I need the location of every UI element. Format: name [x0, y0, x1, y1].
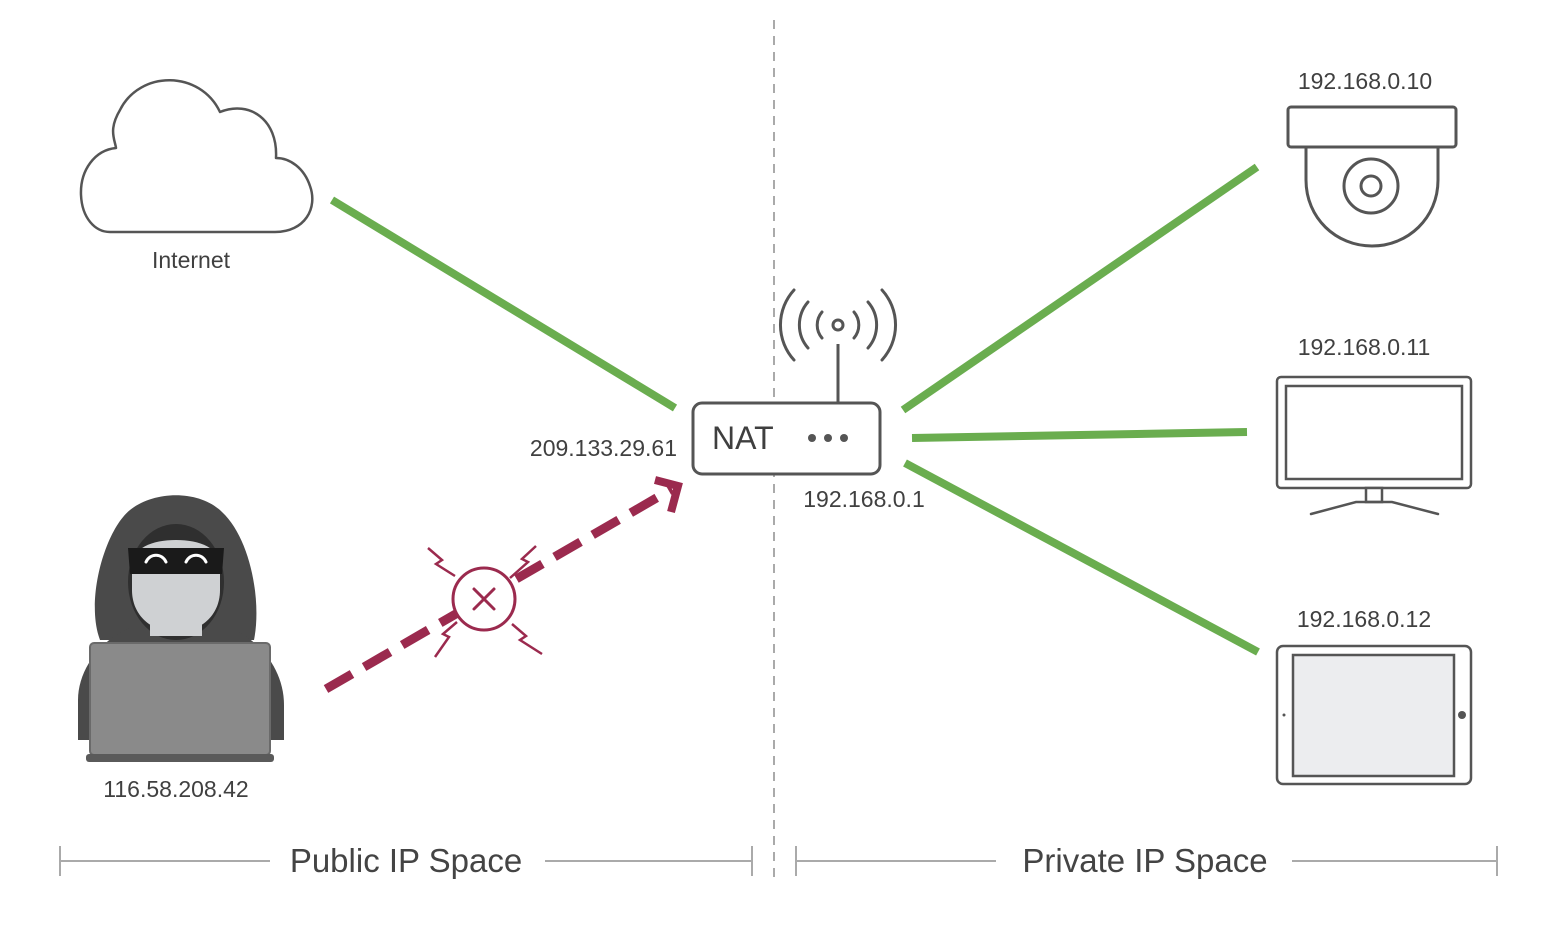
monitor-icon [1275, 375, 1473, 516]
internet-cloud-icon [79, 79, 314, 234]
internet-label: Internet [152, 247, 231, 273]
attacker-ip: 116.58.208.42 [103, 776, 248, 802]
monitor-ip: 192.168.0.11 [1298, 334, 1431, 360]
spark-icons [427, 545, 543, 658]
monitor-link [911, 428, 1248, 442]
public-zone-label: Public IP Space [290, 842, 522, 879]
private-zone-bracket [795, 846, 1498, 876]
tablet-icon [1275, 644, 1473, 786]
attack-arrowhead [653, 476, 683, 514]
connections [329, 163, 1260, 656]
blocked-connection [323, 476, 683, 693]
camera-link [900, 163, 1260, 414]
router-private-ip: 192.168.0.1 [803, 486, 925, 512]
internet-link [329, 196, 678, 412]
nat-label: NAT [712, 420, 774, 456]
router-public-ip: 209.133.29.61 [530, 435, 677, 461]
nat-router-icon [691, 401, 882, 476]
camera-ip: 192.168.0.10 [1298, 68, 1432, 94]
tablet-link [903, 459, 1260, 656]
tablet-ip: 192.168.0.12 [1297, 606, 1431, 632]
wifi-signal-icon [779, 288, 897, 362]
router-dots [808, 434, 848, 442]
public-zone-bracket [59, 846, 753, 876]
blocked-x-icon [472, 587, 496, 611]
laptop-icon [86, 642, 274, 762]
security-camera-icon [1286, 105, 1458, 248]
private-zone-label: Private IP Space [1022, 842, 1267, 879]
